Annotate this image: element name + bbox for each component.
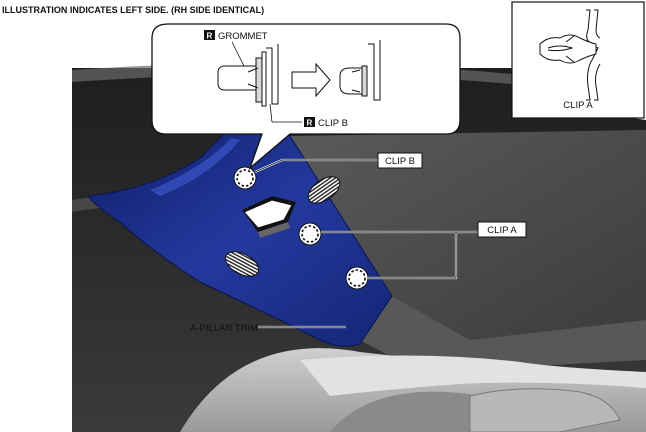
- clip-a-marker-lower: [345, 266, 369, 290]
- callout-clip-a: CLIP A: [321, 221, 527, 280]
- window-glass: [290, 130, 646, 340]
- callout-a-pillar-trim: A-PILLAR TRIM: [190, 323, 346, 334]
- grommet-label: GROMMET: [218, 31, 268, 42]
- a-pillar-trim: [87, 125, 393, 347]
- detail-zoom-callout: R GROMMET R CLIP B: [151, 23, 461, 171]
- header-note: ILLUSTRATION INDICATES LEFT SIDE. (RH SI…: [2, 5, 264, 15]
- clip-a-inset: CLIP A: [511, 1, 645, 119]
- car-interior-scene: [72, 62, 646, 432]
- clip-a-inset-caption: CLIP A: [563, 100, 593, 111]
- callout-clip-b-label: CLIP B: [385, 156, 415, 167]
- vent-outline: [469, 388, 621, 432]
- dashboard-top: [300, 355, 646, 396]
- clip-a-marker-upper: [298, 222, 322, 246]
- grommet-r-tag-text: R: [207, 32, 213, 41]
- locator-tab-upper: [307, 176, 341, 204]
- clip-b-r-tag-text: R: [307, 119, 313, 128]
- callout-a-pillar-trim-label: A-PILLAR TRIM: [190, 323, 258, 334]
- grommet-r-tag: [204, 30, 215, 40]
- callout-clip-a-label: CLIP A: [487, 225, 517, 236]
- clip-removed-drawing: [339, 40, 381, 101]
- clip-b-marker: [233, 166, 257, 190]
- clip-b-r-tag: [304, 117, 315, 127]
- locator-tab-lower: [224, 251, 260, 277]
- clip-installed-drawing: [217, 44, 279, 107]
- callout-clip-b: CLIP B: [254, 152, 423, 174]
- removal-direction-arrow: [242, 196, 296, 238]
- detail-arrow: [291, 62, 331, 98]
- clip-b-detail-label: CLIP B: [318, 118, 348, 129]
- a-pillar-highlight: [150, 138, 240, 196]
- door-upper-panel: [360, 296, 646, 372]
